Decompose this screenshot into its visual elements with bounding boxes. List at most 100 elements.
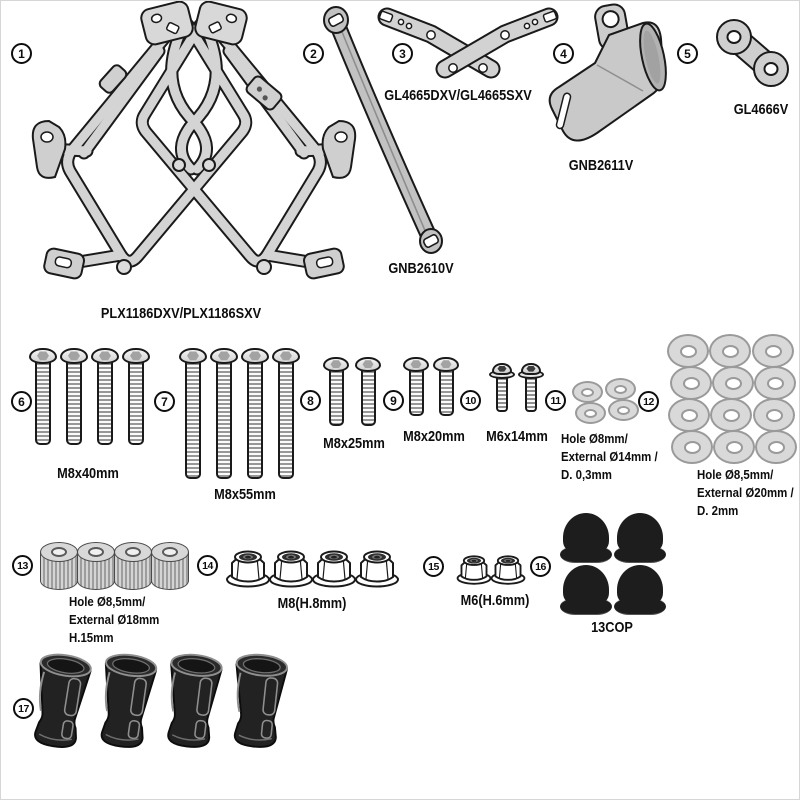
- part-5-label: GL4666V: [733, 101, 789, 118]
- part-2-badge: 2: [303, 43, 324, 64]
- frame-hook-left: [31, 119, 67, 179]
- part-7-number: 7: [161, 394, 168, 409]
- part-17-number: 17: [18, 702, 29, 715]
- part-4-label: GNB2611V: [568, 157, 634, 174]
- part-16-cap: [560, 565, 612, 615]
- spacer-hole: [88, 547, 104, 557]
- part-11-label-line2: External Ø14mm /: [561, 449, 658, 464]
- washer-hole: [680, 408, 698, 422]
- part-16-badge: 16: [530, 556, 551, 577]
- part-12-washer: [668, 398, 710, 432]
- spacer-hole: [51, 547, 67, 557]
- washer-hole: [614, 384, 627, 394]
- washer-hole: [725, 440, 743, 454]
- part-13-label: Hole Ø8,5mm/ External Ø18mm H.15mm: [69, 593, 159, 647]
- part-12-badge: 12: [638, 391, 659, 412]
- strap-shade: [339, 26, 427, 234]
- part-13-spacer: [151, 542, 189, 590]
- part-7-bolt: [210, 348, 238, 479]
- frame-hook-right: [321, 119, 357, 179]
- part-6-bolt: [91, 348, 119, 445]
- part-14-nut: [312, 550, 356, 588]
- part-12-washer: [670, 366, 712, 400]
- bolt-shaft: [525, 376, 537, 412]
- cap-dome: [563, 513, 609, 553]
- part-1-badge: 1: [11, 43, 32, 64]
- cap-dome: [617, 513, 663, 553]
- part-1-number: 1: [18, 46, 25, 61]
- part-13-spacer: [114, 542, 152, 590]
- bolt-shaft: [438, 369, 454, 416]
- part-11-label: Hole Ø8mm/ External Ø14mm / D. 0,3mm: [561, 430, 658, 484]
- part-11-label-line1: Hole Ø8mm/: [561, 431, 628, 446]
- part-1-label: PLX1186DXV/PLX1186SXV: [100, 305, 262, 322]
- part-11-label-line3: D. 0,3mm: [561, 467, 612, 482]
- part-11-number: 11: [550, 394, 561, 407]
- bolt-head: [403, 357, 429, 372]
- bolt-head: [355, 357, 381, 372]
- bolt-shaft: [360, 369, 376, 426]
- washer-hole: [767, 440, 785, 454]
- part-8-number: 8: [307, 393, 314, 408]
- hex-socket-icon: [280, 351, 292, 361]
- part-3-number: 3: [399, 46, 406, 61]
- part-3-badge: 3: [392, 43, 413, 64]
- hex-socket-icon: [37, 351, 49, 361]
- bolt-head: [433, 357, 459, 372]
- washer-hole: [683, 440, 701, 454]
- bolt-head: [323, 357, 349, 372]
- part-11-washer: [575, 402, 606, 424]
- bolt-shaft: [185, 361, 201, 479]
- washer-hole: [766, 376, 784, 390]
- part-14-nut: [226, 550, 270, 588]
- part-17-cover: [34, 653, 92, 748]
- bolt-shaft: [408, 369, 424, 416]
- frame-mid-tab-left: [98, 64, 128, 94]
- part-9-number: 9: [390, 393, 397, 408]
- part-17-cover: [100, 653, 158, 748]
- hex-socket-icon: [249, 351, 261, 361]
- frame-bottom-bracket-left: [43, 247, 85, 280]
- part-7-badge: 7: [154, 391, 175, 412]
- frame-mid-tab-right: [245, 75, 283, 111]
- frame-bottom-bracket-right: [303, 247, 345, 280]
- part-7-bolt: [241, 348, 269, 479]
- washer-hole: [581, 387, 594, 397]
- part-15-label: M6(H.6mm): [460, 592, 530, 609]
- link-hole-top: [726, 30, 742, 44]
- part-7-label: M8x55mm: [214, 486, 276, 503]
- part-12-washer: [709, 334, 751, 368]
- washer-hole: [722, 408, 740, 422]
- part-10-bolt: [518, 363, 544, 412]
- washer-hole: [764, 344, 782, 358]
- spacer-hole: [125, 547, 141, 557]
- part-13-spacer: [77, 542, 115, 590]
- hex-socket-icon: [130, 351, 142, 361]
- part-12-washer: [752, 334, 794, 368]
- bolt-shaft: [278, 361, 294, 479]
- part-16-cap: [614, 565, 666, 615]
- part-14-nut: [355, 550, 399, 588]
- bolt-shaft: [496, 376, 508, 412]
- bolt-head: [241, 348, 269, 364]
- part-3-label: GL4665DXV/GL4665SXV: [384, 87, 532, 104]
- bolt-shaft: [97, 361, 113, 445]
- part-6-badge: 6: [11, 391, 32, 412]
- part-8-badge: 8: [300, 390, 321, 411]
- washer-hole: [617, 405, 630, 415]
- washer-hole: [765, 408, 783, 422]
- part-14-badge: 14: [197, 555, 218, 576]
- hex-socket-icon: [410, 360, 422, 369]
- washer-hole: [682, 376, 700, 390]
- part-6-bolt: [122, 348, 150, 445]
- part-12-washer: [667, 334, 709, 368]
- part-13-label-line2: External Ø18mm: [69, 612, 160, 627]
- part-16-label: 13COP: [591, 619, 633, 636]
- strap-slot-top: [327, 12, 345, 28]
- part-13-label-line1: Hole Ø8,5mm/: [69, 594, 146, 609]
- part-2-illustration: [323, 6, 443, 254]
- part-10-badge: 10: [460, 390, 481, 411]
- bolt-shaft: [128, 361, 144, 445]
- part-5-number: 5: [684, 46, 691, 61]
